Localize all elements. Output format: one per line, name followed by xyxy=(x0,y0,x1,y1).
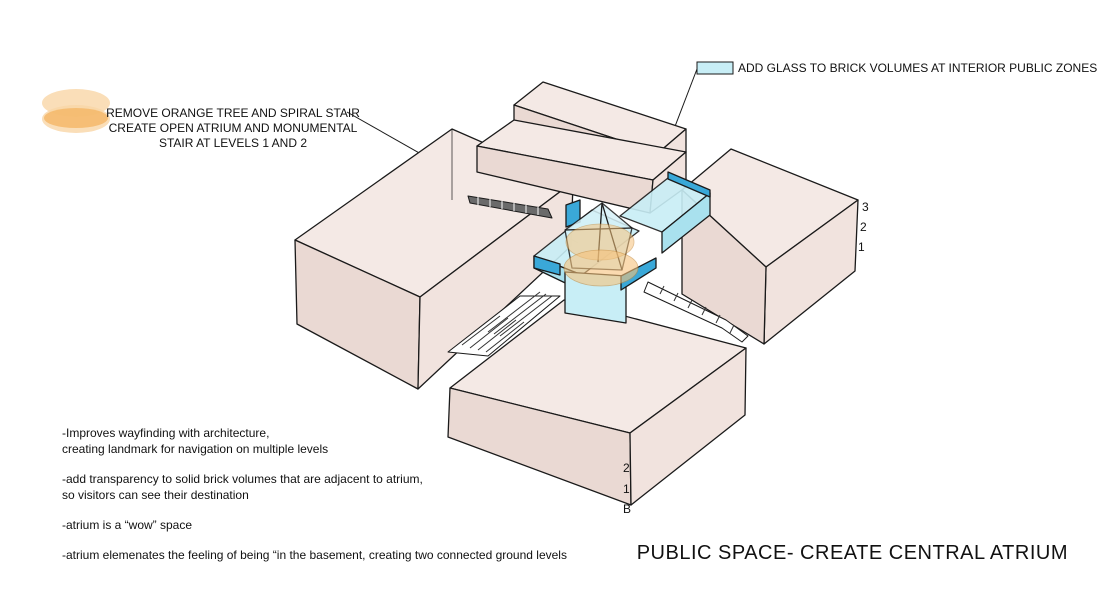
level-label-front-1: 1 xyxy=(623,482,630,496)
atrium-orange-tree xyxy=(563,223,639,287)
stair-to-right-wing xyxy=(643,281,749,343)
note-basement: -atrium elemenates the feeling of being … xyxy=(62,548,567,562)
back-stepped-volume xyxy=(476,81,687,214)
orange-tree-legend-icon xyxy=(42,89,110,133)
level-label-front-b: B xyxy=(623,502,632,516)
level-label-1: 1 xyxy=(858,240,865,254)
page-title: PUBLIC SPACE- CREATE CENTRAL ATRIUM xyxy=(636,542,1068,564)
front-wing-volume xyxy=(447,299,747,506)
orange-tree-callout: REMOVE ORANGE TREE AND SPIRAL STAIR CREA… xyxy=(106,106,360,150)
note-wow-space: -atrium is a “wow” space xyxy=(62,518,193,532)
note-wayfinding: -Improves wayfinding with architecture, … xyxy=(62,426,329,456)
level-label-front-2: 2 xyxy=(623,461,630,475)
level-label-3: 3 xyxy=(862,200,869,214)
right-wing-volume xyxy=(681,148,859,345)
glass-legend-swatch xyxy=(696,61,734,75)
note-transparency: -add transparency to solid brick volumes… xyxy=(62,472,423,502)
glass-callout: ADD GLASS TO BRICK VOLUMES AT INTERIOR P… xyxy=(738,61,1098,75)
monumental-stair-front xyxy=(447,291,561,357)
level-label-2: 2 xyxy=(860,220,867,234)
stair-to-left-wing xyxy=(467,195,553,219)
design-notes: -Improves wayfinding with architecture, … xyxy=(62,425,622,577)
